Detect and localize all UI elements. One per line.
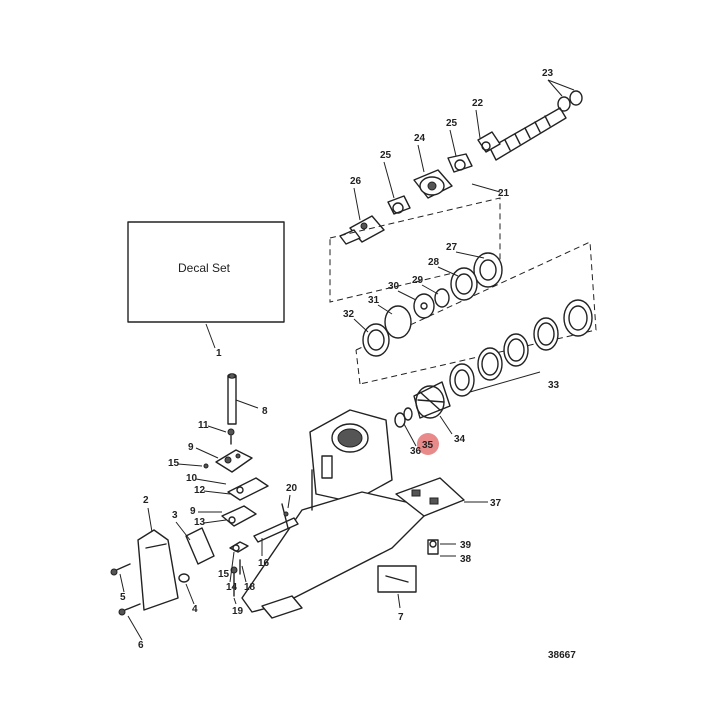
reference-number: 38667 [548,650,576,661]
o-rings[interactable] [557,90,583,112]
callout-5[interactable]: 5 [120,592,126,603]
callout-7[interactable]: 7 [398,612,404,623]
callout-29[interactable]: 29 [412,275,424,286]
shim-30[interactable] [413,293,435,319]
callout-28[interactable]: 28 [428,257,440,268]
plate-13[interactable] [221,505,257,527]
screw-19[interactable] [230,566,238,597]
leader-lines [119,79,575,641]
callout-10[interactable]: 10 [186,473,198,484]
callout-38[interactable]: 38 [460,554,472,565]
callout-25b[interactable]: 25 [380,150,392,161]
gear-stack-33[interactable] [449,299,593,397]
callout-6[interactable]: 6 [138,640,144,651]
washer-29[interactable] [434,288,450,308]
callouts: 1 2 3 4 5 6 7 8 9 9 10 11 12 13 14 15 15… [120,68,560,651]
decal-set-label: Decal Set [178,261,231,275]
bracket-7[interactable] [377,565,417,593]
callout-2[interactable]: 2 [143,495,149,506]
bolt-38[interactable] [427,539,439,555]
callout-3[interactable]: 3 [172,510,178,521]
screw-6[interactable] [118,603,141,616]
u-joint-assembly[interactable] [339,153,473,245]
callout-4[interactable]: 4 [192,604,198,615]
bracket-14[interactable] [229,541,249,553]
callout-11[interactable]: 11 [198,420,209,431]
callout-16[interactable]: 16 [258,558,270,569]
callout-9b[interactable]: 9 [190,506,196,517]
callout-21[interactable]: 21 [498,188,510,199]
callout-31[interactable]: 31 [368,295,380,306]
callout-34[interactable]: 34 [454,434,466,445]
pinion-gear-34[interactable] [413,381,451,419]
callout-33[interactable]: 33 [548,380,560,391]
callout-39[interactable]: 39 [460,540,472,551]
washer-15a[interactable] [203,463,209,469]
washer-4[interactable] [178,573,190,583]
callout-27[interactable]: 27 [446,242,458,253]
screw-5[interactable] [110,563,131,576]
callout-1[interactable]: 1 [216,348,222,359]
callout-35[interactable]: 35 [422,440,434,451]
callout-18[interactable]: 18 [244,582,256,593]
callout-14[interactable]: 14 [226,582,238,593]
callout-37[interactable]: 37 [490,498,502,509]
bearing-cup-28[interactable] [450,267,478,301]
callout-15b[interactable]: 15 [218,569,230,580]
callout-9a[interactable]: 9 [188,442,194,453]
screw-11[interactable] [227,428,235,445]
callout-22[interactable]: 22 [472,98,484,109]
callout-13[interactable]: 13 [194,517,206,528]
bracket-2[interactable] [137,529,179,611]
spring-20[interactable] [281,503,289,529]
pin-8[interactable] [227,373,237,425]
highlight-marker [417,433,439,455]
drive-shaft-assembly[interactable] [477,107,567,161]
callout-20[interactable]: 20 [286,483,298,494]
callout-36[interactable]: 36 [410,446,422,457]
plate-37[interactable] [395,477,465,517]
callout-25a[interactable]: 25 [446,118,458,129]
lever-12[interactable] [227,477,269,501]
callout-19[interactable]: 19 [232,606,244,617]
gear-housing[interactable] [241,409,433,619]
callout-30[interactable]: 30 [388,281,400,292]
callout-26[interactable]: 26 [350,176,362,187]
callout-23[interactable]: 23 [542,68,554,79]
shim-31[interactable] [384,305,412,339]
callout-24[interactable]: 24 [414,133,426,144]
washer-36[interactable] [394,407,413,428]
decal-set-box[interactable]: Decal Set [127,221,285,323]
callout-8[interactable]: 8 [262,406,268,417]
gasket-3[interactable] [185,527,215,565]
callout-32[interactable]: 32 [343,309,355,320]
callout-12[interactable]: 12 [194,485,206,496]
bearing-27[interactable] [473,252,503,288]
bracket-9[interactable] [215,449,253,473]
bearing-cup-32[interactable] [362,323,390,357]
callout-15a[interactable]: 15 [168,458,180,469]
